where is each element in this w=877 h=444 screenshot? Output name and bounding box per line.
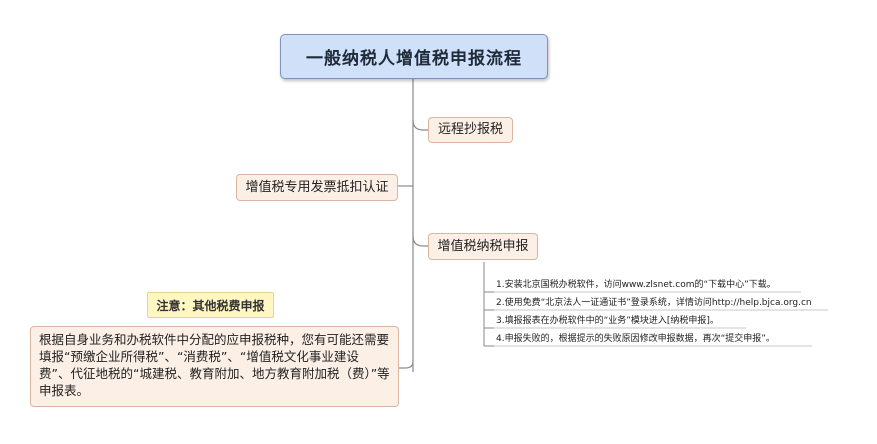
topic-vat-tax-filing[interactable]: 增值税纳税申报: [428, 233, 538, 260]
step-item[interactable]: 1.安装北京国税办税软件，访问www.zlsnet.com的“下载中心”下载。: [496, 280, 776, 290]
step-item[interactable]: 2.使用免费“北京法人一证通证书”登录系统，详情访问http://help.bj…: [496, 298, 812, 308]
root-topic[interactable]: 一般纳税人增值税申报流程: [280, 34, 548, 79]
step-item[interactable]: 4.申报失败的，根据提示的失败原因修改申报数据，再次“提交申报”。: [496, 334, 775, 344]
step-item[interactable]: 3.填报报表在办税软件中的“业务”模块进入[纳税申报]。: [496, 316, 719, 326]
note-topic[interactable]: 根据自身业务和办税软件中分配的应申报税种，您有可能还需要填报“预缴企业所得税”、…: [30, 326, 399, 407]
topic-remote-copy-tax[interactable]: 远程抄报税: [428, 117, 513, 143]
note-label[interactable]: 注意：其他税费申报: [147, 292, 274, 318]
topic-invoice-authentication[interactable]: 增值税专用发票抵扣认证: [236, 174, 398, 201]
